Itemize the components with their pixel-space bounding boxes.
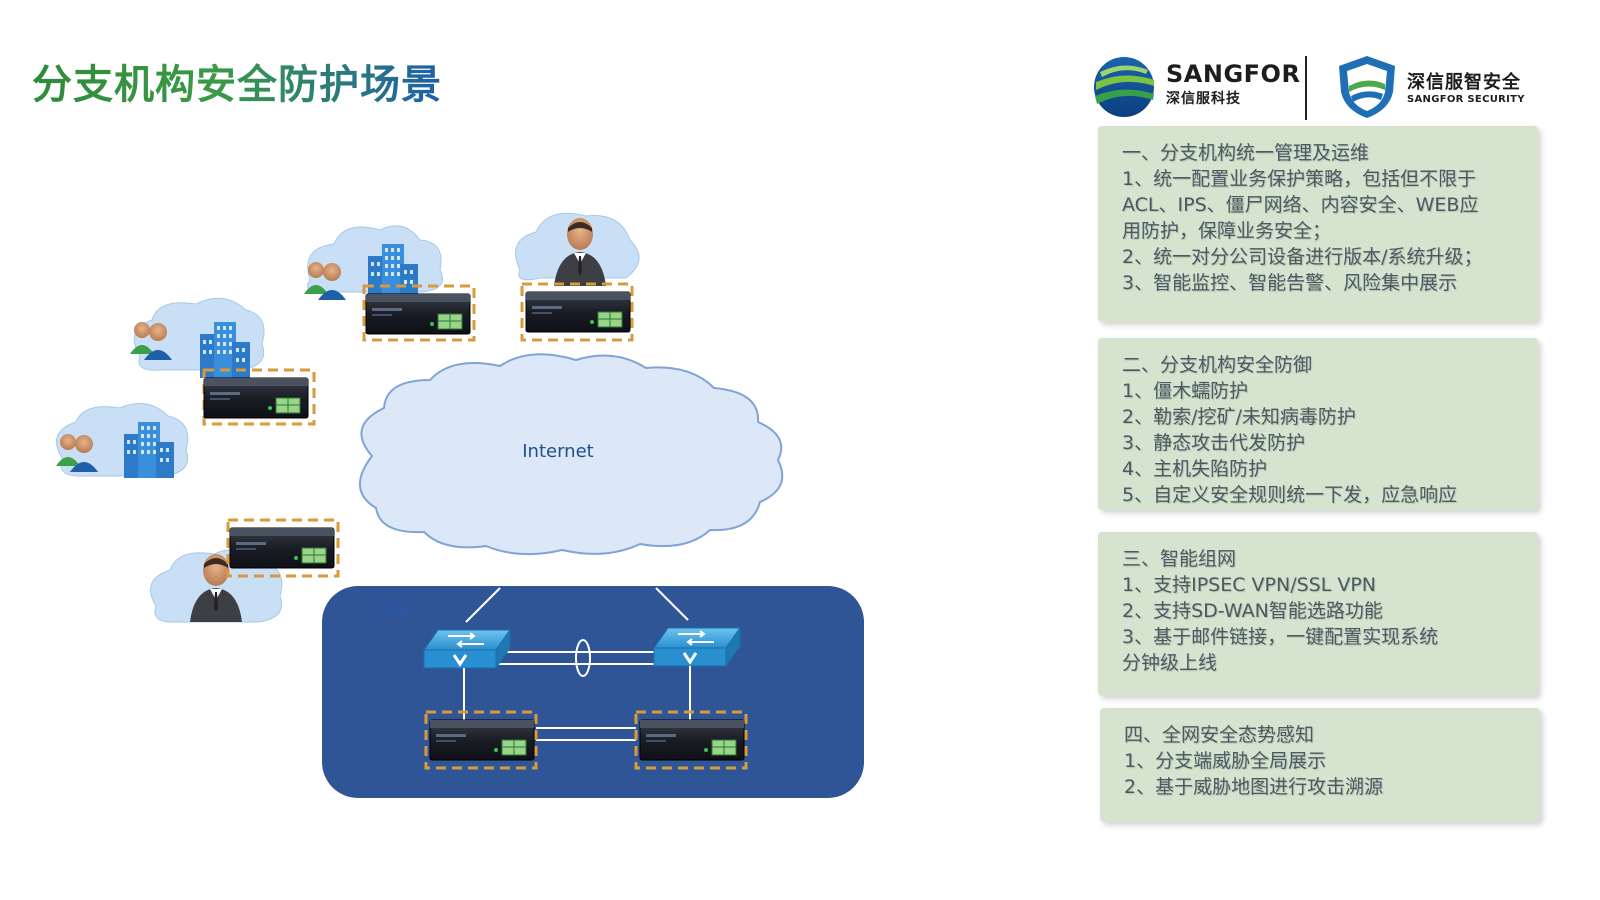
headquarters-block: 总部 bbox=[322, 586, 864, 798]
switch-icon bbox=[422, 628, 512, 670]
panel-line: 1、统一配置业务保护策略，包括但不限于 bbox=[1122, 168, 1477, 190]
feature-panel-management: 一、分支机构统一管理及运维 1、统一配置业务保护策略，包括但不限于 ACL、IP… bbox=[1098, 126, 1538, 322]
panel-line: 4、主机失陷防护 bbox=[1122, 458, 1268, 480]
network-diagram: Internet 总部 bbox=[55, 212, 864, 798]
sangfor-security-logo: 深信服智安全 SANGFOR SECURITY bbox=[1335, 52, 1535, 124]
brand-name: SANGFOR bbox=[1166, 60, 1301, 88]
feature-panel-networking: 三、智能组网 1、支持IPSEC VPN/SSL VPN 2、支持SD-WAN智… bbox=[1098, 532, 1538, 696]
panel-line: 用防护，保障业务安全； bbox=[1122, 220, 1332, 242]
branch-device-2 bbox=[520, 282, 634, 342]
logo-divider bbox=[1305, 56, 1307, 120]
panel-line: 分钟级上线 bbox=[1122, 652, 1218, 674]
hq-device-1 bbox=[424, 710, 538, 770]
panel-line: 2、基于威胁地图进行攻击溯源 bbox=[1124, 776, 1384, 798]
internet-cloud: Internet bbox=[358, 353, 784, 556]
panel-line: 1、僵木蠕防护 bbox=[1122, 380, 1249, 402]
panel-line: 2、勒索/挖矿/未知病毒防护 bbox=[1122, 406, 1356, 428]
sangfor-logo: SANGFOR 深信服科技 bbox=[1090, 52, 1300, 124]
panel-line: 3、基于邮件链接，一键配置实现系统 bbox=[1122, 626, 1439, 648]
panel-line: 2、统一对分公司设备进行版本/系统升级； bbox=[1122, 246, 1483, 268]
sangfor-globe-icon bbox=[1094, 57, 1154, 117]
panel-line: 3、静态攻击代发防护 bbox=[1122, 432, 1306, 454]
page-title: 分支机构安全防护场景 bbox=[32, 52, 442, 110]
panel-line: 1、分支端威胁全局展示 bbox=[1124, 750, 1327, 772]
security-name: 深信服智安全 bbox=[1407, 72, 1521, 93]
panel-heading: 三、智能组网 bbox=[1122, 548, 1237, 570]
branch-device-3 bbox=[202, 368, 316, 426]
panel-heading: 四、全网安全态势感知 bbox=[1124, 724, 1315, 746]
branch-device-4 bbox=[226, 518, 340, 578]
panel-heading: 二、分支机构安全防御 bbox=[1122, 354, 1313, 376]
panel-line: 2、支持SD-WAN智能选路功能 bbox=[1122, 600, 1383, 622]
security-subtitle: SANGFOR SECURITY bbox=[1407, 94, 1525, 105]
panel-line: 1、支持IPSEC VPN/SSL VPN bbox=[1122, 574, 1377, 596]
brand-subtitle: 深信服科技 bbox=[1166, 91, 1241, 107]
panel-line: 3、智能监控、智能告警、风险集中展示 bbox=[1122, 272, 1458, 294]
internet-label: Internet bbox=[522, 441, 593, 462]
shield-icon bbox=[1339, 56, 1395, 118]
panel-line: ACL、IPS、僵尸网络、内容安全、WEB应 bbox=[1122, 194, 1479, 216]
panel-line: 5、自定义安全规则统一下发，应急响应 bbox=[1122, 484, 1458, 506]
switch-icon bbox=[652, 626, 742, 668]
branch-device-1 bbox=[362, 284, 476, 342]
feature-panel-defense: 二、分支机构安全防御 1、僵木蠕防护 2、勒索/挖矿/未知病毒防护 3、静态攻击… bbox=[1098, 338, 1538, 510]
panel-heading: 一、分支机构统一管理及运维 bbox=[1122, 142, 1370, 164]
feature-panel-situational-awareness: 四、全网安全态势感知 1、分支端威胁全局展示 2、基于威胁地图进行攻击溯源 bbox=[1100, 708, 1540, 822]
hq-label: 总部 bbox=[376, 601, 410, 621]
hq-device-2 bbox=[634, 710, 748, 770]
